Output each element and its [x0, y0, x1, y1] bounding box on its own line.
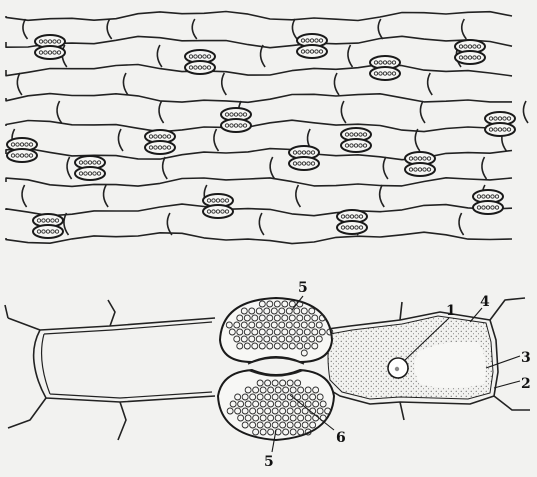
cell-cross-wall: [420, 101, 425, 123]
nucleolus: [395, 367, 399, 371]
stoma: [185, 50, 215, 74]
stoma: [35, 35, 65, 59]
cell-cross-wall: [159, 101, 164, 123]
vacuole: [414, 342, 486, 388]
stoma: [75, 156, 105, 180]
cell-wall-row: [6, 12, 512, 21]
stoma: [297, 34, 327, 58]
stoma: [203, 194, 233, 218]
cell-cross-wall: [118, 129, 123, 151]
stoma-detail-panel: 1 4 3 2 5 5 6: [5, 280, 531, 470]
stoma: [485, 112, 515, 136]
epidermal-cell-walls: [6, 12, 528, 244]
cell-wall-row: [6, 232, 512, 243]
stoma: [473, 190, 503, 214]
cell-cross-wall: [23, 19, 28, 39]
callout-1: 1: [446, 303, 456, 319]
cell-wall-row: [6, 94, 512, 103]
cell-cross-wall: [523, 101, 528, 123]
cell-cross-wall: [123, 73, 128, 95]
cell-cross-wall: [192, 19, 197, 39]
stomata-group: [7, 34, 515, 238]
cell-cross-wall: [261, 45, 266, 67]
left-epidermal-cell: [5, 300, 215, 440]
stoma: [221, 108, 251, 132]
cell-cross-wall: [462, 19, 467, 39]
callout-2: 2: [521, 376, 531, 392]
callout-6: 6: [336, 430, 346, 446]
stoma: [405, 152, 435, 176]
leader-4: [470, 308, 482, 322]
callout-3: 3: [521, 350, 531, 366]
upper-guard-cell: [220, 298, 332, 362]
cell-cross-wall: [67, 157, 72, 179]
stoma: [145, 130, 175, 154]
cell-cross-wall: [17, 73, 22, 95]
cell-cross-wall: [163, 157, 168, 179]
stoma-detail: [218, 298, 334, 440]
cell-cross-wall: [104, 185, 109, 207]
cell-wall-row: [6, 204, 512, 216]
stomatal-pore: [248, 358, 304, 376]
cell-cross-wall: [428, 73, 433, 95]
callout-4: 4: [480, 294, 490, 310]
stoma: [455, 40, 485, 64]
cell-cross-wall: [157, 45, 162, 67]
cell-cross-wall: [57, 101, 62, 123]
stoma: [370, 56, 400, 80]
leader-2: [494, 381, 520, 388]
cell-wall-row: [6, 36, 512, 47]
cell-cross-wall: [22, 185, 27, 207]
cell-cross-wall: [259, 213, 264, 235]
cell-cross-wall: [378, 19, 383, 39]
cell-cross-wall: [341, 101, 346, 123]
cell-wall-row: [6, 120, 512, 132]
stoma: [7, 138, 37, 162]
stoma: [33, 214, 63, 238]
cell-cross-wall: [383, 157, 388, 179]
cell-cross-wall: [214, 129, 219, 151]
left-cell-inner-wall: [42, 322, 212, 398]
cell-cross-wall: [459, 213, 464, 235]
epidermis-overview-panel: [6, 12, 528, 244]
cell-cross-wall: [64, 213, 69, 235]
stoma: [337, 210, 367, 234]
cell-cross-wall: [482, 157, 487, 179]
stoma: [289, 146, 319, 170]
cell-wall-row: [6, 64, 512, 76]
cell-cross-wall: [222, 73, 227, 95]
callout-5-bottom: 5: [264, 454, 274, 470]
cell-cross-wall: [348, 45, 353, 67]
callout-5-top: 5: [298, 280, 308, 296]
cell-cross-wall: [334, 73, 339, 95]
cell-cross-wall: [380, 185, 385, 207]
cell-cross-wall: [292, 19, 297, 39]
stoma: [341, 128, 371, 152]
cell-cross-wall: [270, 157, 275, 179]
cell-cross-wall: [415, 129, 420, 151]
cell-cross-wall: [107, 19, 112, 39]
cell-cross-wall: [296, 185, 301, 207]
cell-cross-wall: [167, 213, 172, 235]
